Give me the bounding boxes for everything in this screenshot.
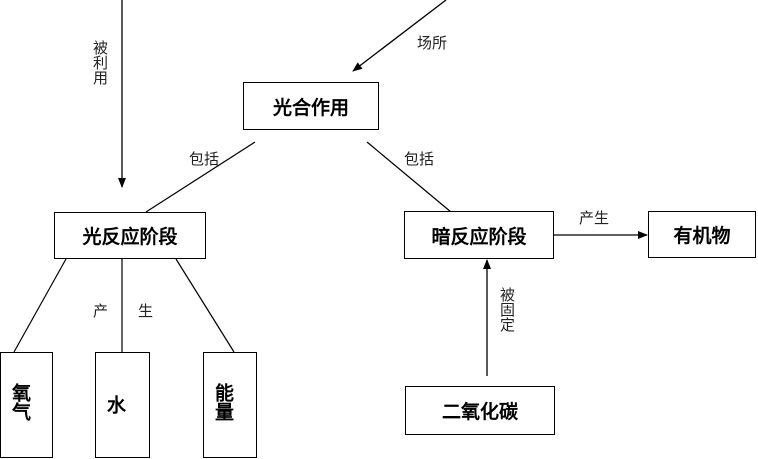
line-include-left xyxy=(145,141,256,213)
node-water-label: 水 xyxy=(104,395,126,414)
label-produce-dark: 产生 xyxy=(579,209,610,227)
node-light-reaction-label: 光反应阶段 xyxy=(82,226,178,248)
node-photosynthesis-label: 光合作用 xyxy=(272,96,349,119)
line-include-right xyxy=(366,141,452,213)
node-energy-label: 能量 xyxy=(212,383,234,421)
arrow-site xyxy=(352,0,447,72)
node-water xyxy=(95,352,150,458)
node-dark-reaction: 暗反应阶段 xyxy=(404,211,554,259)
node-carbon-dioxide-label: 二氧化碳 xyxy=(441,401,518,423)
node-carbon-dioxide: 二氧化碳 xyxy=(405,386,555,435)
line-to-oxygen xyxy=(13,258,67,353)
label-include-right: 包括 xyxy=(404,150,435,168)
label-produce-left: 产 xyxy=(93,302,109,320)
label-fixed: 被固定 xyxy=(498,287,516,332)
label-used-by: 被利用 xyxy=(91,40,109,85)
node-energy xyxy=(203,352,257,458)
node-organic-matter: 有机物 xyxy=(648,211,756,258)
node-organic-matter-label: 有机物 xyxy=(673,225,731,247)
line-to-energy xyxy=(175,258,235,353)
node-oxygen-label: 氧气 xyxy=(9,383,31,421)
node-light-reaction: 光反应阶段 xyxy=(54,212,206,259)
node-dark-reaction-label: 暗反应阶段 xyxy=(431,225,527,248)
label-produce-right: 生 xyxy=(138,302,154,320)
label-include-left: 包括 xyxy=(189,150,220,168)
label-site: 场所 xyxy=(417,34,448,52)
node-photosynthesis: 光合作用 xyxy=(243,82,379,130)
node-oxygen xyxy=(0,352,53,458)
